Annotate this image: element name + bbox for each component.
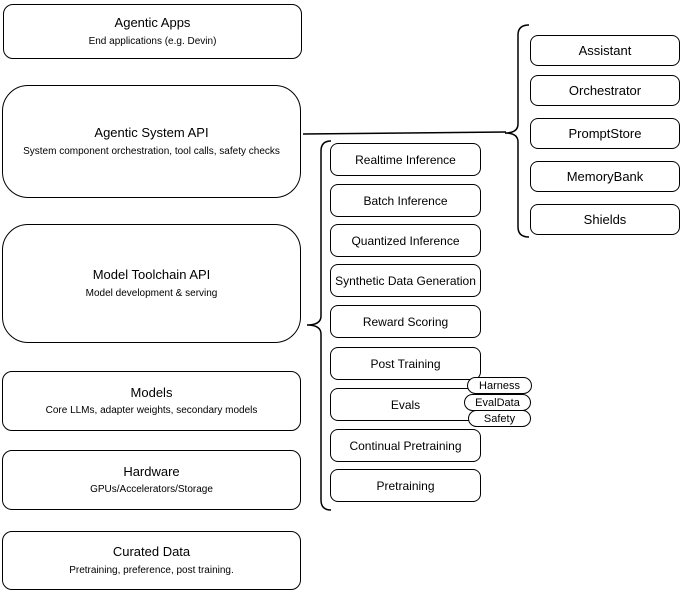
tag-safety: Safety (468, 410, 531, 427)
node-subtitle: GPUs/Accelerators/Storage (90, 484, 213, 496)
node-title: Hardware (123, 463, 180, 479)
node-promptstore: PromptStore (530, 118, 680, 149)
tag-harness: Harness (467, 377, 532, 394)
node-title: Agentic Apps (114, 15, 191, 31)
node-title: Model Toolchain API (92, 267, 211, 283)
node-label: PromptStore (568, 126, 642, 141)
node-pretraining: Pretraining (330, 469, 481, 502)
node-title: Curated Data (112, 544, 191, 560)
node-memorybank: MemoryBank (530, 161, 680, 192)
node-label: Assistant (578, 43, 632, 58)
node-hardware: Hardware GPUs/Accelerators/Storage (2, 450, 301, 510)
node-title: Agentic System API (94, 125, 209, 141)
node-synthetic-data-generation: Synthetic Data Generation (330, 264, 481, 297)
node-evals: Evals (330, 388, 481, 421)
node-label: Post Training (370, 356, 441, 371)
toolchain-brace (306, 140, 332, 511)
node-assistant: Assistant (530, 35, 680, 66)
node-continual-pretraining: Continual Pretraining (330, 429, 481, 462)
node-agentic-system-api: Agentic System API System component orch… (2, 85, 301, 198)
node-label: Evals (390, 397, 421, 412)
node-reward-scoring: Reward Scoring (330, 305, 481, 338)
node-label: Continual Pretraining (349, 438, 462, 453)
node-curated-data: Curated Data Pretraining, preference, po… (2, 531, 301, 590)
node-subtitle: Core LLMs, adapter weights, secondary mo… (45, 405, 258, 417)
node-label: Reward Scoring (362, 314, 449, 329)
node-label: Batch Inference (363, 193, 448, 208)
tag-label: Harness (479, 379, 520, 392)
node-agentic-apps: Agentic Apps End applications (e.g. Devi… (3, 4, 302, 59)
node-model-toolchain-api: Model Toolchain API Model development & … (2, 224, 301, 343)
node-subtitle: System component orchestration, tool cal… (23, 145, 280, 157)
node-post-training: Post Training (330, 347, 481, 380)
tag-label: EvalData (475, 396, 520, 409)
system-brace (504, 24, 530, 238)
node-subtitle: Model development & serving (85, 287, 218, 299)
node-label: Shields (583, 212, 627, 227)
node-label: Orchestrator (568, 83, 642, 98)
api-connector-line (302, 131, 507, 135)
tag-evaldata: EvalData (464, 394, 531, 411)
node-label: Realtime Inference (355, 152, 456, 167)
node-subtitle: End applications (e.g. Devin) (88, 35, 217, 47)
node-batch-inference: Batch Inference (330, 184, 481, 217)
node-quantized-inference: Quantized Inference (330, 224, 481, 257)
node-label: Quantized Inference (351, 233, 460, 248)
node-subtitle: Pretraining, preference, post training. (69, 564, 234, 576)
node-title: Models (130, 384, 173, 400)
node-label: MemoryBank (566, 169, 644, 184)
node-label: Pretraining (376, 478, 435, 493)
node-label: Synthetic Data Generation (335, 273, 476, 288)
node-orchestrator: Orchestrator (530, 75, 680, 106)
tag-label: Safety (483, 412, 516, 425)
node-shields: Shields (530, 204, 680, 235)
node-models: Models Core LLMs, adapter weights, secon… (2, 371, 301, 431)
node-realtime-inference: Realtime Inference (330, 143, 481, 176)
